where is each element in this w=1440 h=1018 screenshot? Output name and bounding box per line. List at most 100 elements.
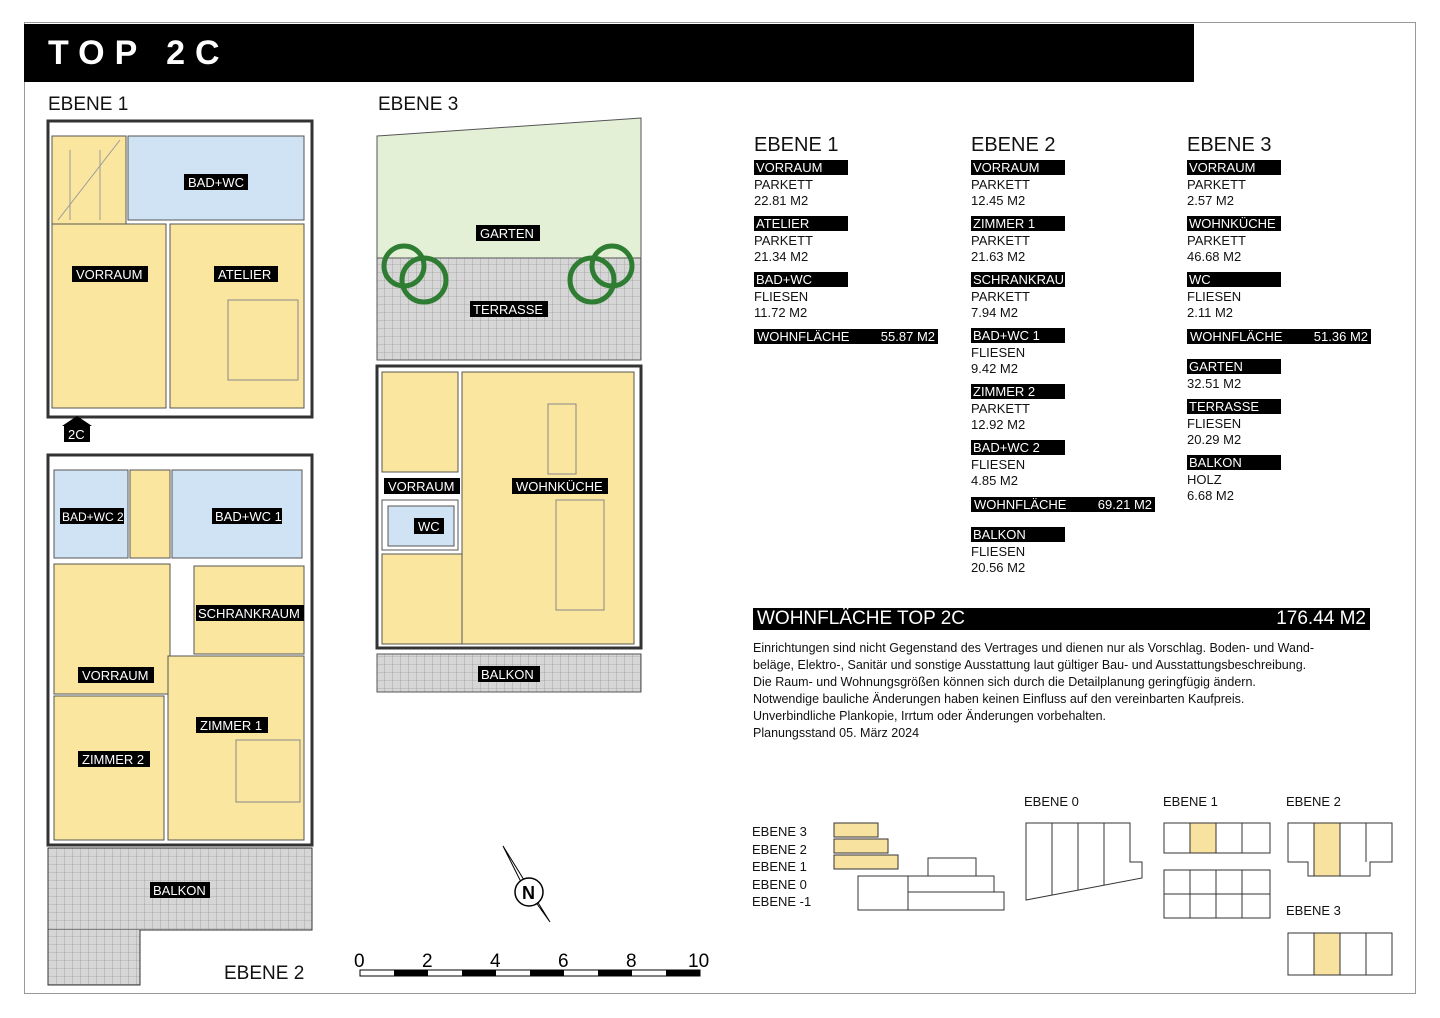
room-area: 20.29 M2 [1187, 432, 1242, 447]
keymap-plan-label: EBENE 3 [1286, 903, 1341, 918]
entrance-tag: 2C [68, 427, 85, 442]
room-label: ZIMMER 2 [82, 752, 144, 767]
room-name: BALKON [971, 527, 1065, 542]
scale-tick: 4 [490, 951, 501, 972]
keymap-section-label: EBENE 0 [752, 876, 807, 892]
room-name: WOHNKÜCHE [1187, 216, 1281, 231]
room-area: 2.57 M2 [1187, 193, 1234, 208]
room-area: 6.68 M2 [1187, 488, 1234, 503]
room-name: BAD+WC 1 [971, 328, 1065, 343]
room-area: 4.85 M2 [971, 473, 1018, 488]
total-value: 55.87 M2 [880, 329, 935, 344]
scale-tick: 10 [688, 951, 709, 972]
keymap-plan-label: EBENE 0 [1024, 794, 1079, 809]
total-value: 69.21 M2 [1097, 497, 1152, 512]
ebene1-heading: EBENE 1 [48, 94, 129, 115]
room-area: 21.34 M2 [754, 249, 809, 264]
scale-tick: 2 [422, 951, 433, 972]
room-name: ZIMMER 2 [971, 384, 1065, 399]
plan-ebene2: BAD+WC 2 BAD+WC 1 SCHRANKRAUM VORRAUM ZI… [46, 453, 314, 986]
floor-type: PARKETT [754, 233, 813, 248]
ebene2-heading: EBENE 2 [224, 963, 305, 984]
note-line: Notwendige bauliche Änderungen haben kei… [753, 692, 1245, 706]
floor-type: PARKETT [971, 401, 1030, 416]
room-label: SCHRANKRAUM [198, 606, 300, 621]
room-area: 7.94 M2 [971, 305, 1018, 320]
area-heading: EBENE 3 [1187, 134, 1272, 156]
room-name: GARTEN [1187, 359, 1281, 374]
room-name: VORRAUM [754, 160, 848, 175]
room-label: BAD+WC 2 [62, 510, 124, 524]
unit-title: TOP 2C [48, 34, 230, 72]
floor-type: PARKETT [971, 289, 1030, 304]
floor-type: PARKETT [1187, 233, 1246, 248]
keymap-section-label: EBENE 1 [752, 859, 807, 874]
room-label: WC [418, 519, 440, 534]
keymap-plan-label: EBENE 2 [1286, 794, 1341, 809]
room-label: ZIMMER 1 [200, 718, 262, 733]
room-area: 12.92 M2 [971, 417, 1026, 432]
floor-type: PARKETT [1187, 177, 1246, 192]
total-value: 51.36 M2 [1313, 329, 1368, 344]
note-line: Einrichtungen sind nicht Gegenstand des … [753, 641, 1315, 655]
room-area: 11.72 M2 [754, 305, 808, 320]
room-area: 22.81 M2 [754, 193, 809, 208]
room-label: BALKON [481, 667, 534, 682]
room-label: VORRAUM [388, 479, 454, 494]
room-labels-ebene3: GARTEN TERRASSE VORRAUM WOHNKÜCHE WC BAL… [384, 225, 608, 682]
floor-type: FLIESEN [754, 289, 809, 304]
floor-type: PARKETT [971, 233, 1030, 248]
ebene3-heading: EBENE 3 [378, 94, 459, 115]
floor-type: PARKETT [754, 177, 813, 192]
room-name: VORRAUM [1187, 160, 1281, 175]
scale-tick: 8 [626, 951, 637, 972]
room-label: VORRAUM [76, 267, 142, 282]
keymap-section-label: EBENE 2 [752, 841, 807, 857]
floor-type: FLIESEN [1187, 416, 1242, 431]
room-name: BALKON [1187, 455, 1281, 470]
room-name: TERRASSE [1187, 399, 1281, 414]
plan-ebene3: GARTEN TERRASSE VORRAUM WOHNKÜCHE WC BAL… [375, 117, 643, 693]
floor-type: PARKETT [971, 177, 1030, 192]
scale-tick: 6 [558, 951, 569, 972]
title-bar: TOP 2C [24, 24, 1194, 82]
room-label: ATELIER [218, 267, 271, 282]
total-label: WOHNFLÄCHE [1190, 329, 1283, 344]
scale-tick: 0 [354, 951, 365, 972]
grand-total-value: 176.44 M2 [1276, 608, 1366, 629]
room-area: 32.51 M2 [1187, 376, 1242, 391]
level-total: WOHNFLÄCHE 51.36 M2 [1187, 329, 1371, 344]
keymap-section-label: EBENE -1 [752, 894, 812, 909]
room-name: SCHRANKRAUM [971, 272, 1075, 287]
grand-total-label: WOHNFLÄCHE TOP 2C [757, 608, 965, 629]
page-frame [24, 22, 1416, 994]
keymap-section-label: EBENE 3 [752, 824, 807, 839]
plan-ebene1: BAD+WC VORRAUM ATELIER 2C [46, 119, 314, 442]
note-line: beläge, Elektro-, Sanitär und sonstige A… [753, 658, 1307, 672]
floor-type: FLIESEN [971, 544, 1026, 559]
grand-total: WOHNFLÄCHE TOP 2C 176.44 M2 [753, 608, 1370, 630]
room-name: BAD+WC 2 [971, 440, 1065, 455]
level-total: WOHNFLÄCHE 69.21 M2 [971, 497, 1155, 512]
disclaimer-notes: Einrichtungen sind nicht Gegenstand des … [753, 640, 1373, 742]
note-line: Die Raum- und Wohnungsgrößen können sich… [753, 675, 1256, 689]
